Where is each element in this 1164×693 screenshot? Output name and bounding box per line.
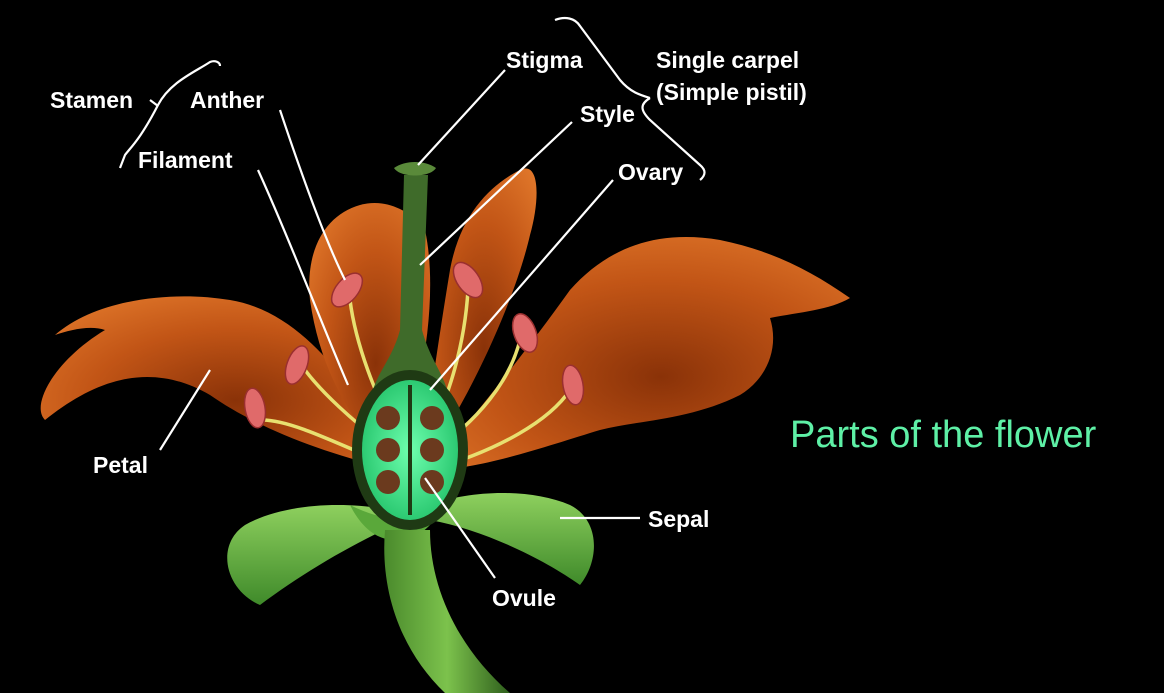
ovule-leader [424, 477, 496, 579]
diagram-title: Parts of the flower [790, 414, 1097, 456]
anther-1 [243, 387, 267, 429]
anther-4 [452, 261, 484, 299]
petal-right [430, 237, 850, 470]
sepal-right [430, 492, 594, 585]
label-ovary: Ovary [618, 159, 683, 185]
leader-lines [118, 16, 706, 579]
stigma [394, 162, 436, 176]
label-sepal: Sepal [648, 506, 709, 532]
label-petal: Petal [93, 452, 148, 478]
label-ovule: Ovule [492, 585, 556, 611]
petal-left [40, 296, 395, 470]
ovule-5 [376, 470, 400, 494]
stigma-leader [417, 69, 506, 166]
ovule-1 [376, 406, 400, 430]
style [372, 175, 448, 395]
anther-5 [511, 313, 539, 353]
petal-leader [159, 369, 211, 451]
sepals [227, 492, 594, 605]
label-style: Style [580, 101, 635, 127]
stamen-bracket-tick [149, 99, 159, 107]
label-single-carpel: Single carpel [656, 47, 799, 73]
label-anther: Anther [190, 87, 264, 113]
ovary-leader [429, 179, 614, 391]
sepal-left [227, 505, 395, 605]
label-stigma: Stigma [506, 47, 583, 73]
anther-leader [278, 109, 346, 281]
filament-leader [256, 169, 350, 386]
carpel-bracket [554, 16, 706, 181]
stem [384, 530, 510, 693]
ovule-6 [420, 470, 444, 494]
label-simple-pistil: (Simple pistil) [656, 79, 807, 105]
labels: Stamen Anther Filament Stigma Style Ovar… [50, 47, 1097, 611]
ovule-3 [376, 438, 400, 462]
anther-6 [561, 364, 585, 406]
ovary [352, 370, 468, 530]
ovules [376, 406, 444, 494]
style-leader [419, 121, 573, 266]
ovule-4 [420, 438, 444, 462]
ovule-2 [420, 406, 444, 430]
label-stamen: Stamen [50, 87, 133, 113]
label-filament: Filament [138, 147, 233, 173]
anther-2 [284, 345, 310, 385]
anther-3 [330, 272, 364, 308]
stamen-bracket [118, 60, 222, 169]
anthers [243, 261, 585, 429]
